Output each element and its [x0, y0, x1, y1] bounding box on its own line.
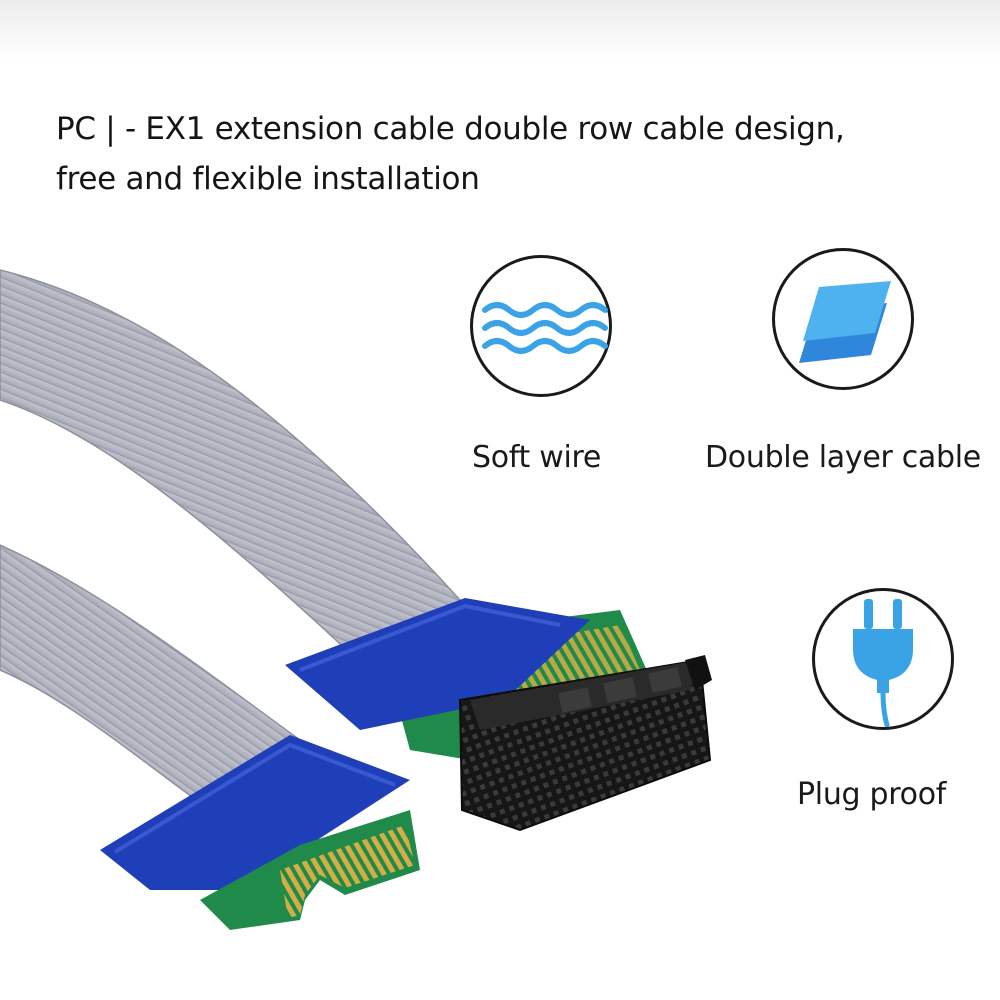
wave-icon [482, 302, 608, 354]
plug-icon [853, 599, 913, 727]
soft-wire-label: Soft wire [472, 440, 602, 475]
top-shade [0, 0, 1000, 60]
lower-gold-fingers [280, 825, 415, 918]
double-layer-label: Double layer cable [705, 440, 981, 475]
headline: PC | - EX1 extension cable double row ca… [56, 104, 956, 204]
headline-line-2: free and flexible installation [56, 161, 480, 197]
double-layer-badge [772, 248, 914, 390]
layers-icon [799, 281, 891, 363]
upper-blue-tape [285, 598, 590, 730]
lower-blue-tape [100, 735, 410, 890]
soft-wire-badge [470, 255, 612, 397]
headline-line-1: PC | - EX1 extension cable double row ca… [56, 111, 845, 147]
plug-proof-label: Plug proof [797, 777, 947, 812]
plug-proof-badge [812, 588, 954, 730]
